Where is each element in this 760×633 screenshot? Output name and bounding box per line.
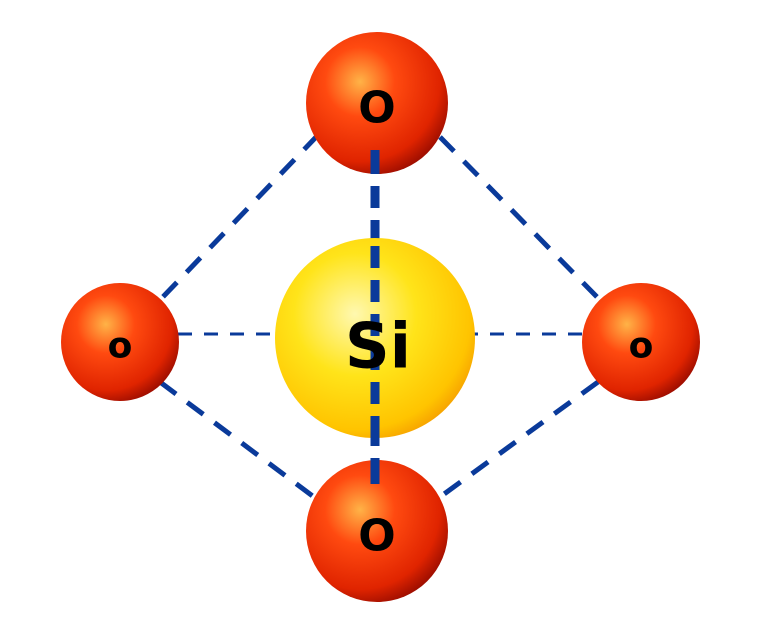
oxygen-label-right: o: [629, 326, 654, 367]
oxygen-atom-right: o: [582, 283, 700, 401]
oxygen-sphere-left: [61, 283, 179, 401]
silicon-sphere: [275, 238, 475, 438]
silicon-label: Si: [345, 310, 411, 383]
oxygen-label-top: O: [358, 83, 395, 134]
oxygen-sphere-bottom: [306, 460, 448, 602]
oxygen-label-bottom: O: [358, 511, 395, 562]
bond-top-left: [158, 133, 320, 302]
bond-left-bottom: [158, 379, 320, 503]
silicon-atom: Si: [275, 238, 475, 438]
oxygen-label-left: o: [108, 326, 133, 367]
oxygen-atom-bottom: O: [306, 460, 448, 602]
oxygen-atom-left: o: [61, 283, 179, 401]
oxygen-atom-top: O: [306, 32, 448, 174]
oxygen-sphere-right: [582, 283, 700, 401]
oxygen-sphere-top: [306, 32, 448, 174]
bond-right-bottom: [438, 379, 600, 500]
bond-top-right: [438, 135, 602, 302]
